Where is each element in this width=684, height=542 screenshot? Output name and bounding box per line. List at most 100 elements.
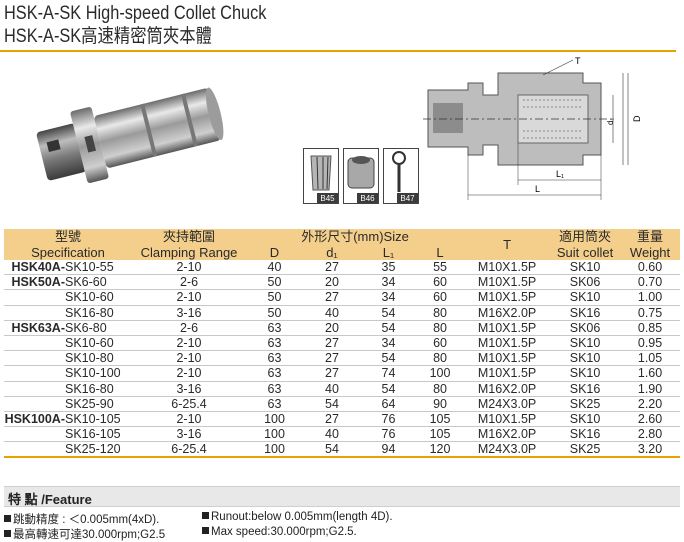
header-model-cn: 型號 [4,229,132,245]
feature-heading: 特 點 /Feature [8,492,92,507]
cell-d: 100 [264,411,285,426]
cell-l: 55 [433,260,447,275]
cell-l: 60 [433,336,447,351]
feature-text: Runout:below 0.005mm(length 4D). [211,511,393,523]
cell-t: M10X1.5P [477,336,537,351]
cell-d1: 40 [325,381,339,396]
cell-l: 80 [433,320,447,335]
model-code: SK10-105 [65,411,121,426]
cell-range: 6-25.4 [171,396,207,411]
model-code: SK16-80 [65,305,114,320]
drawing-label-l: L [535,184,540,194]
model-code: SK10-60 [65,336,114,351]
model-code: SK16-105 [65,427,121,442]
header-range-cn: 夾持範圍 [132,229,246,245]
cell-range: 2-6 [179,320,199,335]
cell-range: 2-10 [176,411,202,426]
header-d: D [246,245,303,260]
model-prefix: HSK50A- [11,275,66,290]
cell-specification: HSK40A-SK10-55 [4,260,132,275]
cell-t: M10X1.5P [477,366,537,381]
cell-t: M16X2.0P [477,305,537,320]
cell-d: 63 [267,351,282,366]
drawing-label-D: D [632,115,642,122]
bullet-square-icon [202,512,209,519]
cell-specification: SK10-60 [4,335,132,350]
cell-t: M10X1.5P [477,411,537,426]
header-l: L [416,245,465,260]
cell-t: M10X1.5P [477,275,537,290]
cell-d: 50 [267,305,282,320]
model-code: SK25-120 [65,442,121,457]
cell-specification: HSK50A-SK6-60 [4,275,132,290]
feature-heading-bar: 特 點 /Feature [4,486,680,507]
cell-range: 2-10 [176,290,202,305]
cell-weight: 0.95 [637,336,663,351]
model-code: SK10-55 [65,260,114,275]
cell-d: 63 [267,396,282,411]
cell-l: 120 [429,442,451,457]
cell-d1: 54 [325,442,339,457]
title-chinese: HSK-A-SK高速精密筒夾本體 [4,26,212,47]
cell-l1: 64 [381,396,396,411]
cell-collet: SK16 [569,305,601,320]
cell-l: 60 [433,290,447,305]
feature-item: 跳動精度 : ＜0.005mm(4xD). [4,511,159,527]
feature-text: 最高轉速可達30.000rpm;G2.5 [13,529,166,541]
cell-d1: 20 [325,275,339,290]
header-collet-cn: 適用筒夾 [550,229,621,245]
cell-l1: 74 [381,366,396,381]
cell-weight: 0.60 [637,260,663,275]
cell-weight: 3.20 [637,442,663,457]
model-prefix: HSK40A- [11,260,66,275]
header-d1: d₁ [303,245,361,260]
cell-d: 50 [267,275,282,290]
spec-table: 型號 夾持範圍 外形尺寸(mm)Size T 適用筒夾 重量 Specifica… [4,229,681,458]
cell-collet: SK10 [569,336,601,351]
cell-collet: SK16 [569,381,601,396]
cell-l: 80 [433,305,447,320]
cell-d: 50 [267,290,282,305]
cell-l: 105 [429,411,451,426]
cell-weight: 2.60 [637,411,663,426]
cell-d: 100 [264,427,285,442]
cell-range: 3-16 [176,381,202,396]
cell-d: 63 [267,381,282,396]
cell-collet: SK10 [569,351,601,366]
model-code: SK10-100 [65,366,121,381]
cell-t: M10X1.5P [477,260,537,275]
cell-collet: SK10 [569,411,601,426]
cell-t: M24X3.0P [477,442,537,457]
cell-range: 3-16 [176,305,202,320]
feature-text: Max speed:30.000rpm;G2.5. [211,526,357,538]
header-l1: L₁ [361,245,416,260]
cell-collet: SK25 [569,396,601,411]
collet-label-b46: B46 [360,194,375,203]
cell-d: 63 [267,366,282,381]
header-range-en: Clamping Range [132,245,246,260]
cell-l1: 34 [381,290,396,305]
model-code: SK6-60 [65,275,107,290]
collet-b46-image [347,156,375,189]
cell-t: M10X1.5P [477,320,537,335]
cell-d1: 27 [325,366,339,381]
cell-l1: 76 [381,411,396,426]
cell-specification: SK16-80 [4,305,132,320]
header-weight-en: Weight [620,245,681,260]
drawing-label-d1: d₁ [606,118,615,125]
cell-specification: SK10-60 [4,290,132,305]
title-divider [0,50,676,52]
cell-d: 100 [264,442,285,457]
model-code: SK10-80 [65,351,114,366]
cell-specification: SK10-80 [4,351,132,366]
header-weight-cn: 重量 [620,229,681,245]
cell-d1: 27 [325,290,339,305]
